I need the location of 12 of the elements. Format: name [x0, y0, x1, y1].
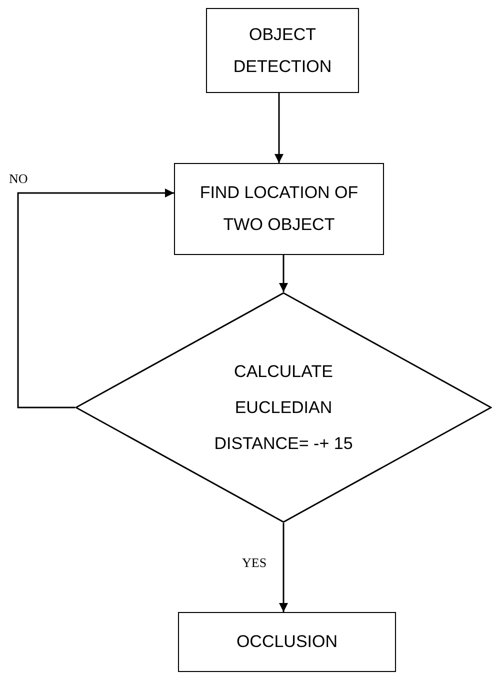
arrow — [279, 255, 288, 292]
arrow — [17, 188, 174, 408]
node-label: CALCULATE EUCLEDIAN DISTANCE= -+ 15 — [213, 360, 354, 454]
node-label: OCCLUSION — [236, 631, 338, 653]
process-box — [206, 8, 359, 93]
node-label: FIND LOCATION OF TWO OBJECT — [199, 182, 359, 236]
process-box — [178, 612, 396, 672]
decision-diamond — [75, 292, 492, 523]
arrow — [274, 93, 284, 163]
arrow — [279, 523, 288, 612]
node-label: OBJECT DETECTION — [232, 24, 333, 78]
process-box — [174, 163, 384, 255]
